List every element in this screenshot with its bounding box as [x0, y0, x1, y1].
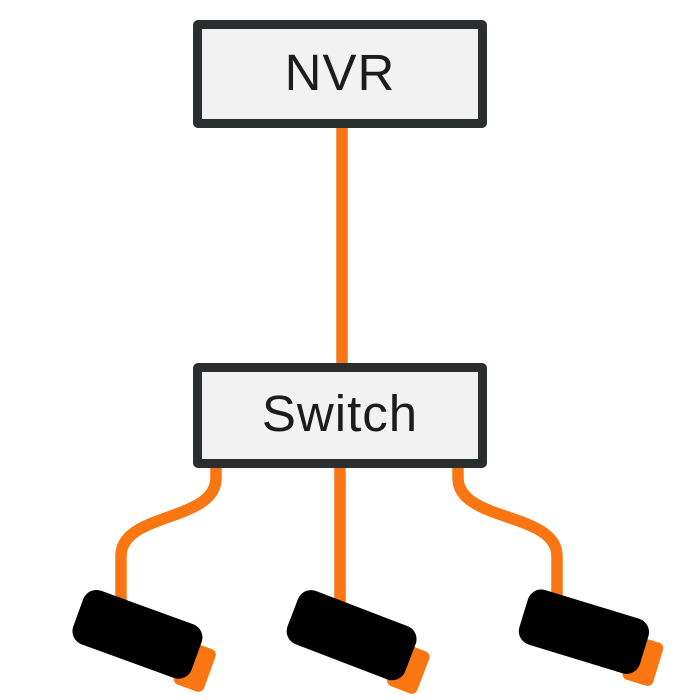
nvr-label: NVR: [284, 43, 396, 101]
cable-switch-camera-1: [115, 456, 222, 606]
camera-body: [518, 589, 650, 674]
cable-switch-camera-3: [452, 456, 563, 606]
nvr-node: NVR: [193, 20, 487, 128]
switch-label: Switch: [261, 385, 419, 442]
cctv-camera-icon: [518, 589, 664, 686]
cctv-camera-icon: [72, 589, 216, 692]
camera-body: [286, 590, 417, 681]
switch-node: Switch: [193, 363, 487, 468]
cctv-camera-icon: [286, 590, 430, 694]
camera-body: [72, 589, 203, 679]
